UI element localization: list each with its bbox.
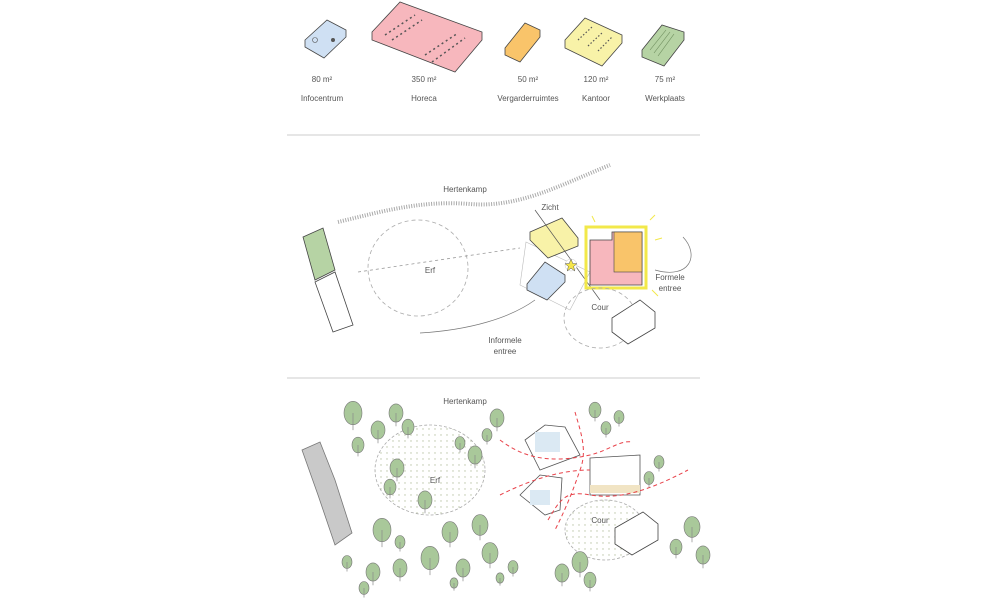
space-label: Werkplaats: [645, 94, 685, 103]
barn-white: [314, 271, 354, 333]
tree-icon: [695, 545, 711, 569]
star-icon: [564, 258, 578, 272]
tree-icon: [389, 458, 405, 482]
tree-icon: [441, 521, 459, 548]
tree-icon: [583, 571, 597, 592]
cour-label: Cour: [591, 303, 609, 312]
formele-entree-label: entree: [659, 284, 682, 293]
tree-icon: [554, 563, 570, 587]
space-label: Vergarderruimtes: [497, 94, 558, 103]
tree-icon: [351, 436, 365, 457]
formele-entree-label: Formele: [655, 273, 685, 282]
vergaderruimtes-block: [504, 22, 541, 63]
informele-entree-label: Informele: [488, 336, 522, 345]
farmhouse: [614, 511, 659, 556]
tree-icon: [365, 562, 381, 586]
tree-icon: [571, 551, 589, 578]
programme-labels: 80 m² Infocentrum 350 m² Horeca 50 m² Ve…: [301, 75, 685, 103]
erf-label: Erf: [425, 266, 436, 275]
space-label: Infocentrum: [301, 94, 344, 103]
tree-icon: [600, 421, 612, 438]
tree-icon: [372, 517, 392, 548]
tree-icon: [388, 403, 404, 427]
zicht-label: Zicht: [541, 203, 559, 212]
kantoor-volume: [529, 217, 579, 259]
area-label: 50 m²: [518, 75, 539, 84]
vergader-volume: [613, 231, 643, 273]
tree-icon: [341, 555, 353, 572]
infocentrum-volume: [526, 261, 566, 301]
barn-green: [302, 227, 336, 281]
tree-icon: [358, 581, 370, 598]
zicht-axis: [534, 209, 601, 301]
tree-icon: [392, 558, 408, 582]
tree-icon: [613, 410, 625, 427]
barn-grey: [301, 441, 353, 546]
area-label: 350 m²: [412, 75, 437, 84]
werkplaats-block: [641, 24, 685, 67]
tree-icon: [489, 408, 505, 432]
tree-icon: [449, 577, 459, 591]
erf-label: Erf: [430, 476, 441, 485]
route-lines: [499, 411, 689, 531]
hertenkamp-label: Hertenkamp: [443, 185, 487, 194]
tree-icon: [653, 455, 665, 472]
erf-zone: [367, 219, 469, 317]
tree-icon: [417, 490, 433, 514]
kantoor-block: [564, 17, 623, 67]
tree-icon: [343, 400, 363, 431]
concept-diagram: Hertenkamp Erf Zicht Cour Formele entree…: [302, 163, 692, 356]
tree-icon: [454, 436, 466, 453]
area-label: 120 m²: [584, 75, 609, 84]
area-label: 80 m²: [312, 75, 333, 84]
tree-icon: [643, 471, 655, 488]
tree-icon: [588, 401, 602, 422]
trees: [341, 400, 711, 598]
tree-icon: [495, 572, 505, 586]
tree-icon: [481, 428, 493, 445]
tree-icon: [481, 542, 499, 569]
farmhouse: [611, 299, 656, 345]
tree-icon: [420, 545, 440, 576]
space-label: Kantoor: [582, 94, 610, 103]
tree-icon: [467, 445, 483, 469]
tree-icon: [455, 558, 471, 582]
site-plan: Hertenkamp Erf Cour: [301, 397, 711, 598]
tree-icon: [507, 560, 519, 577]
tree-icon: [683, 516, 701, 543]
cour-label: Cour: [591, 516, 609, 525]
tree-icon: [401, 418, 415, 439]
space-label: Horeca: [411, 94, 437, 103]
area-label: 75 m²: [655, 75, 676, 84]
infocentrum-block: [304, 19, 347, 59]
tree-icon: [370, 420, 386, 444]
tree-icon: [394, 535, 406, 552]
tree-icon: [669, 538, 683, 559]
informele-entree-label: entree: [494, 347, 517, 356]
fence: [337, 163, 611, 224]
glow-outline: [584, 225, 648, 290]
hertenkamp-label: Hertenkamp: [443, 397, 487, 406]
tree-icon: [471, 514, 489, 541]
horeca-block: [371, 1, 483, 73]
tree-icon: [383, 478, 397, 499]
programme-row: [304, 1, 685, 73]
